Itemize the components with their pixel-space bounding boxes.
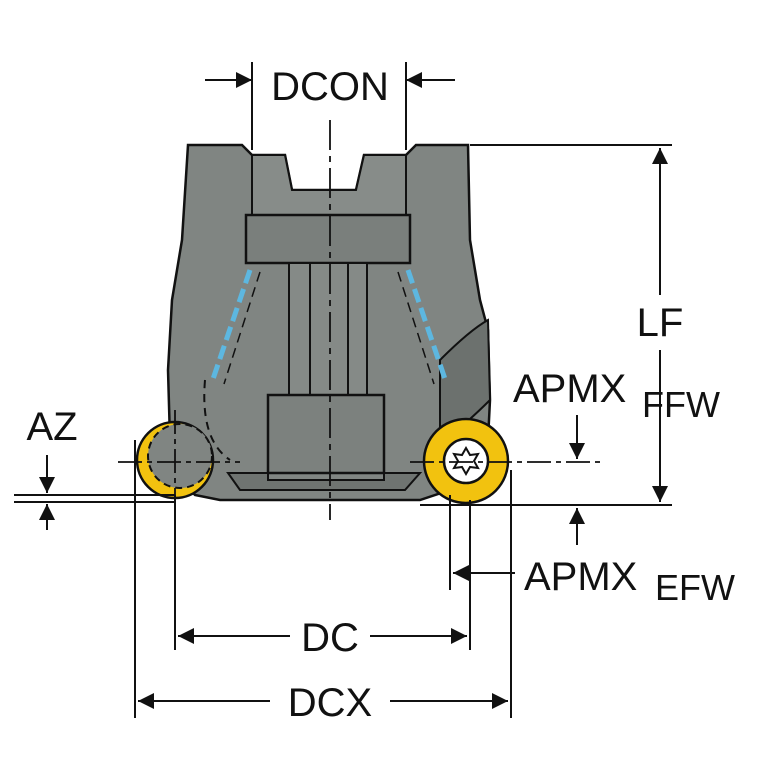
apmx-ffw-label: APMX <box>513 367 626 411</box>
dim-apmx-efw <box>449 495 515 590</box>
apmx-efw-label: APMX <box>524 555 637 599</box>
right-insert <box>422 417 510 505</box>
counterbore <box>266 393 386 475</box>
lf-label: LF <box>637 301 684 345</box>
dc-label: DC <box>301 616 359 660</box>
central-bore <box>288 262 368 396</box>
dcon-label: DCON <box>271 65 389 109</box>
torx-socket <box>452 445 480 477</box>
cutter-body <box>166 143 492 502</box>
dim-dcon <box>205 62 455 150</box>
bottom-chamfer <box>226 472 423 491</box>
dim-dcx <box>134 440 512 718</box>
dim-az <box>14 455 175 530</box>
drive-slot <box>251 154 407 216</box>
dim-dc <box>174 495 471 650</box>
az-label: AZ <box>26 405 77 449</box>
center-lines <box>118 120 600 520</box>
dcx-label: DCX <box>288 681 372 725</box>
coolant-channel-right-edge <box>397 271 435 385</box>
dim-lf <box>420 144 672 506</box>
collar-band <box>244 213 412 265</box>
apmx-efw-subscript: EFW <box>655 567 735 608</box>
left-insert-hidden-edge <box>147 423 213 489</box>
coolant-channel-left-edge <box>223 271 261 385</box>
apmx-ffw-subscript: FFW <box>642 384 720 425</box>
